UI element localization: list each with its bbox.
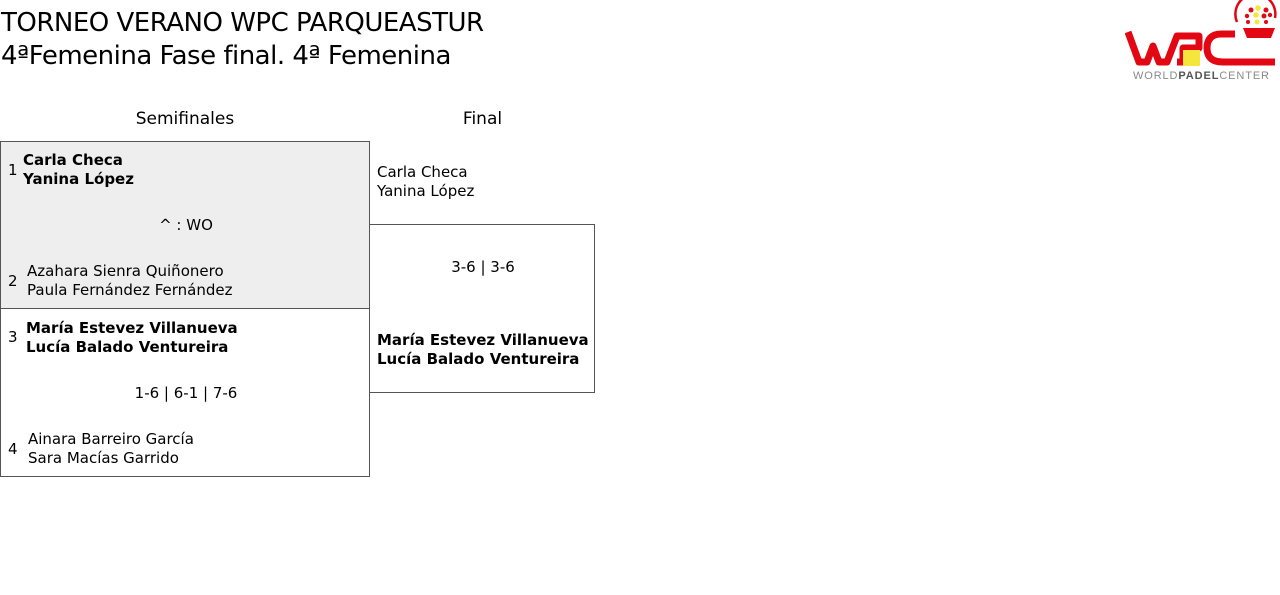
final-match[interactable]: 3-6 | 3-6 María Estevez Villanueva Lucía… <box>369 224 595 393</box>
team-loser: Azahara Sienra Quiñonero Paula Fernández… <box>27 262 233 300</box>
seed-number: 2 <box>8 272 18 290</box>
tournament-title: TORNEO VERANO WPC PARQUEASTUR <box>1 8 484 38</box>
player-name: Yanina López <box>23 170 134 188</box>
player-name: Yanina López <box>377 182 475 200</box>
team-winner: María Estevez Villanueva Lucía Balado Ve… <box>26 319 238 357</box>
wpc-logo-icon: WORLDPADELCENTER <box>1125 0 1277 82</box>
player-name: Carla Checa <box>23 151 123 169</box>
player-name: Sara Macías Garrido <box>28 449 179 467</box>
category-subtitle: 4ªFemenina Fase final. 4ª Femenina <box>1 41 451 71</box>
match-score: 1-6 | 6-1 | 7-6 <box>134 384 238 402</box>
final-team-bottom-winner: María Estevez Villanueva Lucía Balado Ve… <box>377 331 589 369</box>
team-winner: Carla Checa Yanina López <box>23 151 134 189</box>
round-header-semifinals: Semifinales <box>135 109 235 129</box>
player-name: Paula Fernández Fernández <box>27 281 233 299</box>
semifinal-match-2[interactable]: 3 María Estevez Villanueva Lucía Balado … <box>0 308 370 477</box>
player-name: Ainara Barreiro García <box>28 430 194 448</box>
player-name: Lucía Balado Ventureira <box>377 350 580 368</box>
player-name: Lucía Balado Ventureira <box>26 338 229 356</box>
round-header-final: Final <box>462 109 503 129</box>
svg-text:WORLDPADELCENTER: WORLDPADELCENTER <box>1133 70 1269 82</box>
seed-number: 3 <box>8 328 18 346</box>
match-score: ^ : WO <box>159 216 213 234</box>
seed-number: 1 <box>8 161 18 179</box>
player-name: María Estevez Villanueva <box>26 319 238 337</box>
player-name: Carla Checa <box>377 163 468 181</box>
final-team-top: Carla Checa Yanina López <box>377 163 474 201</box>
semifinal-match-1[interactable]: 1 Carla Checa Yanina López ^ : WO 2 Azah… <box>0 141 370 309</box>
player-name: Azahara Sienra Quiñonero <box>27 262 224 280</box>
player-name: María Estevez Villanueva <box>377 331 589 349</box>
team-loser: Ainara Barreiro García Sara Macías Garri… <box>28 430 194 468</box>
match-score: 3-6 | 3-6 <box>451 258 515 276</box>
seed-number: 4 <box>8 440 18 458</box>
